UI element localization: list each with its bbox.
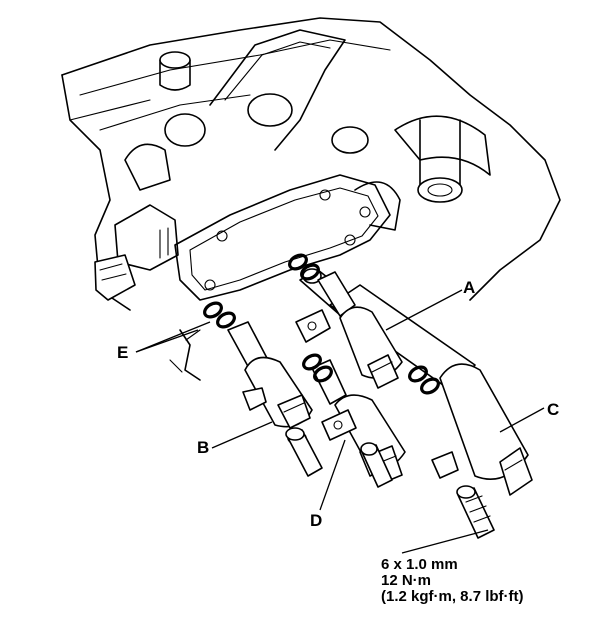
bolt-size-label: 6 x 1.0 mm: [381, 556, 458, 573]
callout-c: C: [547, 400, 559, 419]
torque-alt-label: (1.2 kgf·m, 8.7 lbf·ft): [381, 588, 524, 605]
mounting-bolt-b: [285, 427, 323, 477]
solenoid-a: [295, 271, 403, 389]
callout-b: B: [197, 438, 209, 457]
torque-nm-label: 12 N·m: [381, 572, 431, 589]
callout-a: A: [463, 278, 475, 297]
callout-d: D: [310, 511, 322, 530]
leader-lines: [135, 289, 545, 554]
o-rings: [203, 253, 440, 395]
mounting-bolt-d: [360, 442, 393, 488]
mounting-bolt-c: [456, 485, 495, 539]
transmission-housing: [61, 17, 561, 381]
torque-spec: 6 x 1.0 mm 12 N·m (1.2 kgf·m, 8.7 lbf·ft…: [381, 556, 524, 605]
callout-e: E: [117, 343, 128, 362]
